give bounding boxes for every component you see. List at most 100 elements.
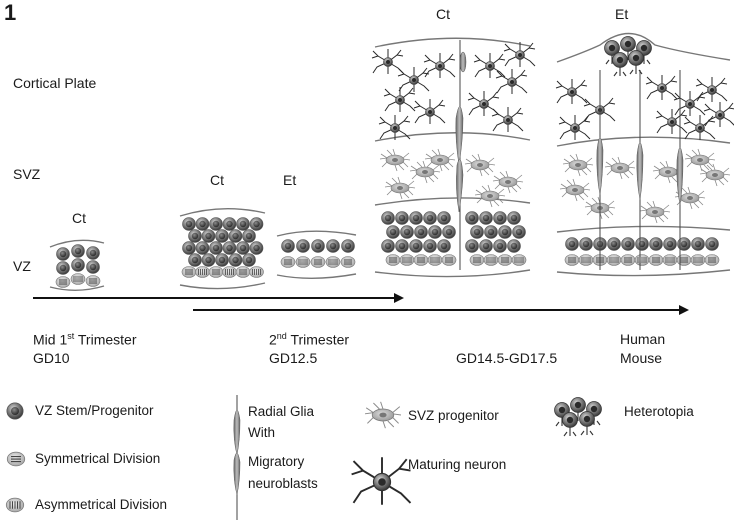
vz-cell	[691, 237, 705, 251]
vz-cell	[511, 254, 527, 266]
vz-cell	[607, 237, 621, 251]
vz-cell	[621, 237, 635, 251]
vz-cell	[441, 254, 457, 266]
vz-cell	[215, 253, 229, 267]
vz-cell	[648, 254, 664, 266]
timeline-human: Human	[620, 331, 666, 347]
stage3-et	[555, 32, 734, 277]
vz-cell	[677, 237, 691, 251]
vz-cell	[249, 241, 264, 255]
vz-cell	[310, 256, 326, 268]
vz-cell	[409, 239, 423, 253]
vz-stem-legend-icon	[6, 402, 24, 420]
vz-cell	[634, 254, 650, 266]
vz-cell	[465, 211, 479, 225]
legend-asymmetrical-label: Asymmetrical Division	[35, 497, 168, 512]
stage2-ct-label: Ct	[210, 172, 224, 188]
vz-cell	[249, 266, 264, 278]
cortical-neuron	[558, 114, 591, 141]
vz-cell	[649, 237, 663, 251]
vz-cell	[188, 253, 202, 267]
vz-cell	[493, 211, 507, 225]
vz-cell	[564, 254, 580, 266]
vz-cell	[470, 225, 484, 239]
vz-cell	[228, 229, 243, 243]
vz-cell	[414, 225, 428, 239]
cortical-neuron	[397, 66, 430, 93]
legend-radial-glia-line4: neuroblasts	[248, 476, 318, 491]
legend-icons	[5, 395, 603, 520]
timeline-arrows	[33, 293, 689, 315]
vz-cell	[497, 254, 513, 266]
cortical-neuron	[673, 90, 706, 117]
migrating-neuroblast	[636, 142, 644, 201]
vz-cell	[381, 239, 395, 253]
vz-cell	[465, 239, 479, 253]
vz-cell	[386, 225, 400, 239]
vz-cell	[235, 266, 251, 278]
stage3-ct-label: Ct	[436, 6, 450, 22]
legend-heterotopia-label: Heterotopia	[624, 404, 694, 419]
stage2-et	[276, 230, 357, 279]
migrating-neuroblast	[596, 137, 604, 196]
vz-cell	[579, 237, 593, 251]
vz-cell	[182, 241, 196, 255]
svz-cell	[464, 153, 496, 177]
vz-cell	[326, 239, 340, 253]
layer-label-vz: VZ	[13, 258, 31, 274]
cortical-neuron	[383, 86, 416, 113]
vz-cell	[340, 256, 356, 268]
vz-cell	[209, 241, 223, 255]
vz-cell	[662, 254, 678, 266]
vz-cell	[400, 225, 414, 239]
svz-cell	[562, 153, 594, 177]
cortical-neuron	[695, 76, 728, 103]
vz-cell	[676, 254, 692, 266]
vz-cell	[181, 266, 197, 278]
vz-cell	[690, 254, 706, 266]
radial-glia-legend-icon	[233, 395, 241, 520]
legend-radial-glia-line1: Radial Glia	[248, 404, 315, 419]
svz-cell	[639, 200, 671, 224]
vz-cell	[428, 225, 442, 239]
vz-cell	[395, 211, 409, 225]
stage2-ct	[179, 207, 266, 290]
svz-cell	[604, 156, 636, 180]
vz-cell	[705, 237, 719, 251]
vz-cell	[479, 239, 493, 253]
legend-svz-progenitor-label: SVZ progenitor	[408, 408, 499, 423]
timeline-gd12-5: GD12.5	[269, 350, 318, 366]
vz-cell	[280, 256, 296, 268]
layer-label-svz: SVZ	[13, 166, 41, 182]
vz-cell	[215, 229, 229, 243]
vz-cell	[483, 254, 499, 266]
cortical-neuron	[467, 90, 500, 117]
vz-cell	[341, 239, 355, 253]
vz-cell	[493, 239, 507, 253]
stage1-ct-label: Ct	[72, 210, 86, 226]
svz-cell	[379, 148, 411, 172]
vz-cell	[409, 211, 423, 225]
vz-cell	[236, 241, 250, 255]
vz-cell	[385, 254, 401, 266]
stage3-ct	[371, 37, 536, 278]
vz-cell	[236, 217, 250, 231]
timeline-mid-first-trimester: Mid 1st Trimester	[33, 331, 137, 348]
svz-cell	[474, 184, 506, 208]
cortical-neuron	[503, 41, 536, 68]
vz-cell	[296, 239, 310, 253]
vz-cell	[469, 254, 485, 266]
vz-cell	[704, 254, 720, 266]
vz-cell	[423, 211, 437, 225]
vz-cell	[606, 254, 622, 266]
vz-cell	[442, 225, 456, 239]
vz-cell	[578, 254, 594, 266]
figure-number: 1	[4, 0, 17, 25]
vz-cell	[242, 253, 256, 267]
layer-label-cortical-plate: Cortical Plate	[13, 75, 97, 91]
vz-cell	[182, 217, 196, 231]
legend-symmetrical-label: Symmetrical Division	[35, 451, 161, 466]
vz-cell	[427, 254, 443, 266]
cortical-neuron	[371, 48, 404, 75]
